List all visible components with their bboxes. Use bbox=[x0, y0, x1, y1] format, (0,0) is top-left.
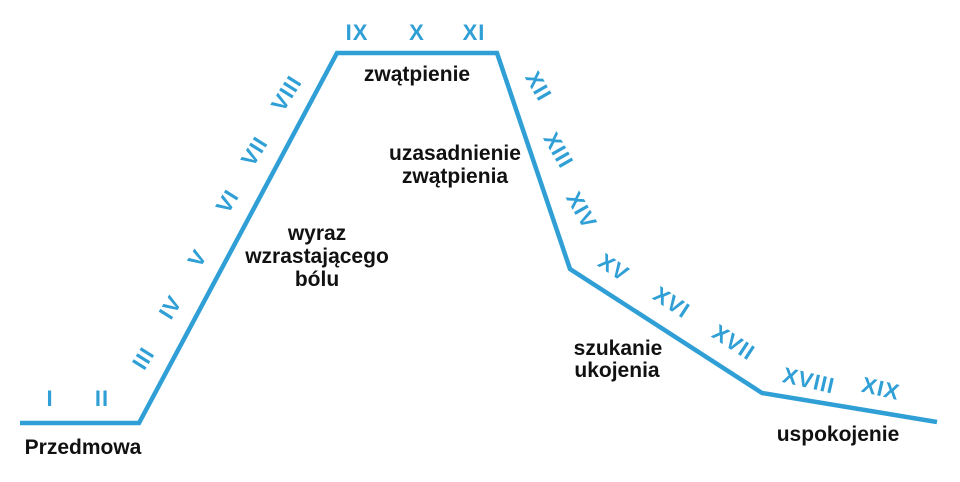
numeral-XI: XI bbox=[463, 20, 486, 45]
numeral-XIV: XIV bbox=[561, 187, 602, 233]
phase-label-szukanie-line2: ukojenia bbox=[574, 359, 660, 382]
numeral-XVI: XVI bbox=[649, 281, 695, 323]
numeral-II: II bbox=[95, 386, 109, 411]
numeral-IV: IV bbox=[154, 291, 187, 324]
numeral-VIII: VIII bbox=[266, 71, 307, 116]
phase-label-szukanie-line1: szukanie bbox=[574, 337, 663, 360]
numeral-VII: VII bbox=[236, 132, 273, 171]
numeral-XVII: XVII bbox=[708, 320, 760, 366]
numeral-V: V bbox=[183, 245, 213, 272]
phase-label-uzasadnienie-line2: zwątpienia bbox=[402, 165, 509, 188]
numeral-XII: XII bbox=[520, 67, 557, 105]
numeral-III: III bbox=[127, 343, 160, 374]
numeral-I: I bbox=[46, 386, 53, 411]
numeral-XIII: XIII bbox=[538, 128, 578, 173]
emotion-curve bbox=[20, 50, 938, 426]
numeral-XVIII: XVIII bbox=[780, 362, 837, 398]
numeral-IX: IX bbox=[346, 20, 369, 45]
phase-label-wzrastajacy-bol-line2: wzrastającego bbox=[244, 245, 389, 268]
phase-label-wzrastajacy-bol-line1: wyraz bbox=[287, 222, 346, 245]
numeral-VI: VI bbox=[211, 185, 244, 218]
phase-label-przedmowa: Przedmowa bbox=[25, 436, 142, 459]
numeral-XIX: XIX bbox=[859, 372, 902, 405]
phase-label-uspokojenie: uspokojenie bbox=[777, 423, 900, 446]
numeral-X: X bbox=[409, 20, 425, 45]
phase-label-wzrastajacy-bol-line3: bólu bbox=[295, 268, 339, 291]
phase-label-zwatpienie: zwątpienie bbox=[364, 63, 470, 86]
numeral-XV: XV bbox=[594, 248, 634, 286]
phase-label-uzasadnienie-line1: uzasadnienie bbox=[389, 142, 521, 165]
